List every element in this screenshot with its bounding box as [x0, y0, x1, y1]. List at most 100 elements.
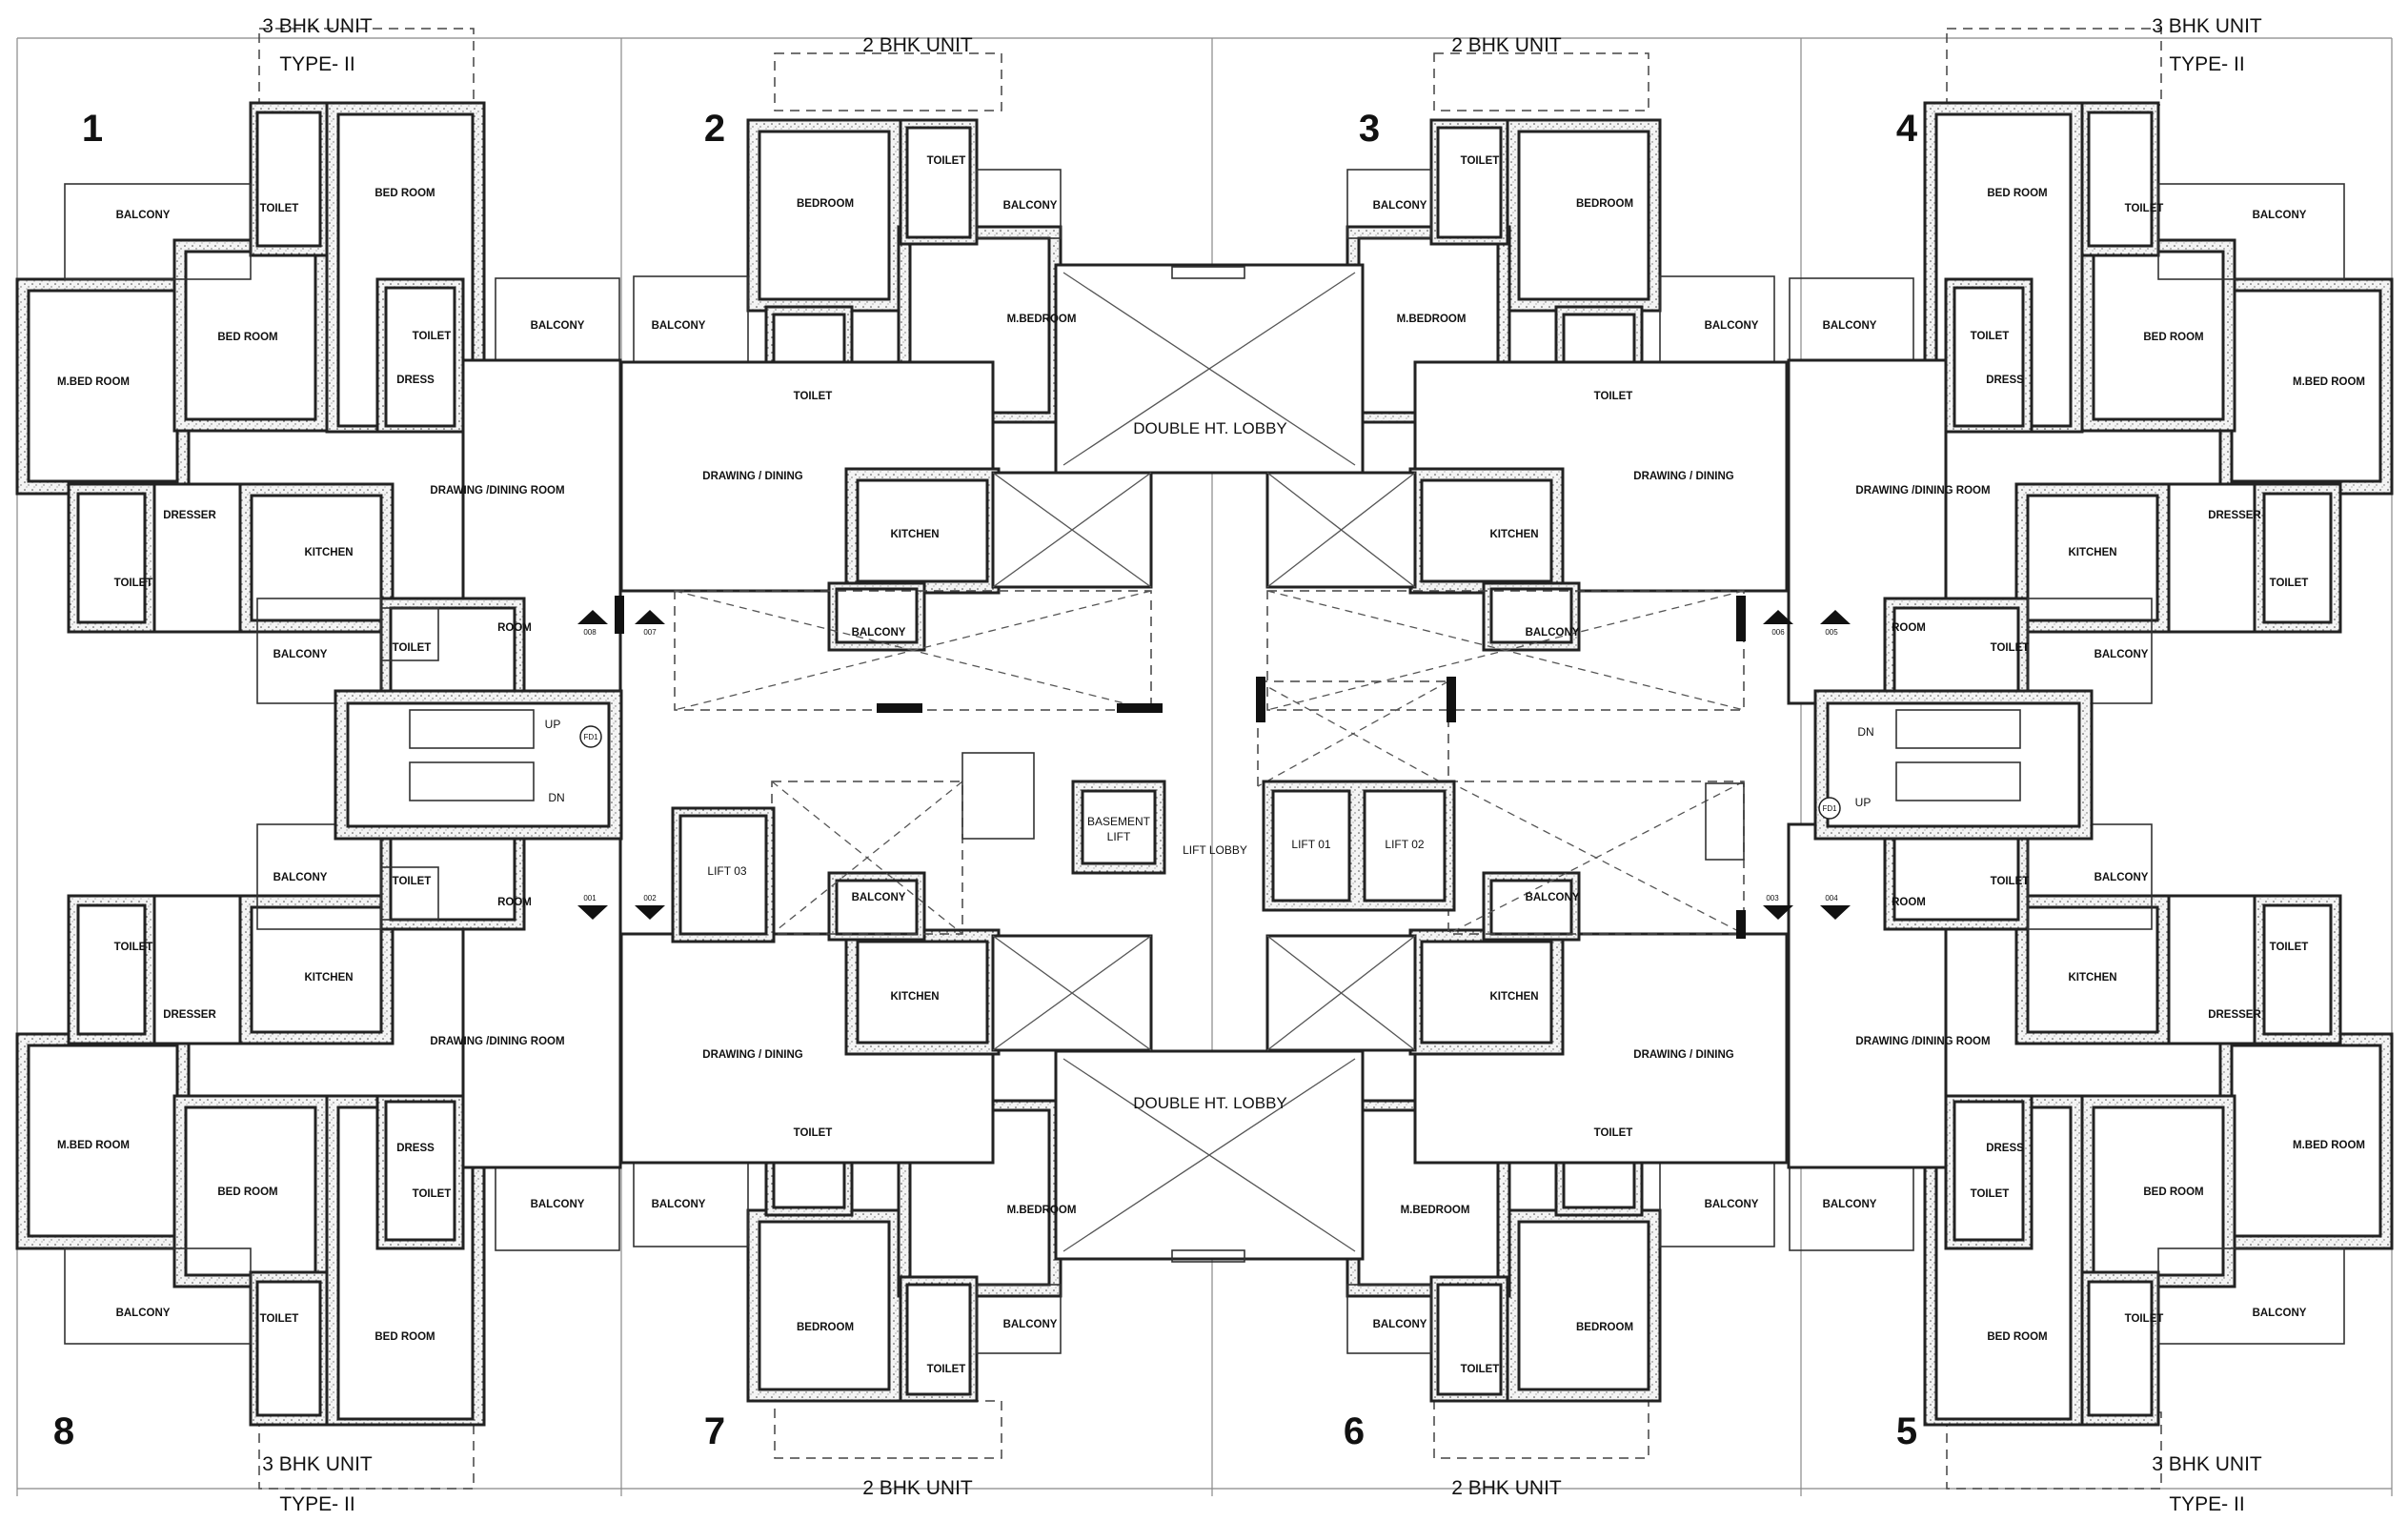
u1-drawing-dining: DRAWING /DINING ROOM	[430, 485, 564, 497]
u1-dresser: DRESSER	[163, 510, 216, 521]
u5-toilet-4: TOILET	[1991, 876, 2030, 887]
u4-m-bed-room: M.BED ROOM	[2293, 376, 2365, 388]
u2-kitchen: KITCHEN	[890, 529, 939, 540]
u1-balcony-2: BALCONY	[531, 320, 585, 332]
door-code-003: 003	[1766, 894, 1779, 902]
u2-toilet-2: TOILET	[794, 391, 833, 402]
core-labels: DOUBLE HT. LOBBY DOUBLE HT. LOBBY LIFT L…	[545, 419, 1874, 1112]
u1-toilet-2: TOILET	[413, 331, 452, 342]
u3-bedroom: BEDROOM	[1576, 198, 1633, 210]
u5-toilet-1: TOILET	[2125, 1313, 2164, 1325]
unit-number-2: 2	[704, 108, 725, 150]
u7-drawing-dining: DRAWING / DINING	[702, 1049, 802, 1061]
u4-balcony-2: BALCONY	[1823, 320, 1877, 332]
u6-toilet-2: TOILET	[1594, 1127, 1633, 1139]
unit-4-type: 3 BHK UNIT	[2152, 15, 2262, 37]
u1-toilet-3: TOILET	[114, 578, 153, 589]
u6-bedroom: BEDROOM	[1576, 1322, 1633, 1333]
unit-number-7: 7	[704, 1410, 725, 1452]
u4-balcony-3: BALCONY	[2094, 649, 2149, 660]
u8-bed-room-1: BED ROOM	[374, 1331, 435, 1343]
unit-8-subtype: TYPE- II	[279, 1493, 354, 1515]
u7-m-bedroom: M.BEDROOM	[1007, 1205, 1077, 1216]
u6-toilet-1: TOILET	[1461, 1364, 1500, 1375]
unit-6-walls	[1346, 871, 1789, 1403]
u4-drawing-dining: DRAWING /DINING ROOM	[1855, 485, 1990, 497]
u4-balcony-1: BALCONY	[2253, 210, 2307, 221]
unit-frames	[258, 28, 2162, 1490]
unit-5-labels: BALCONY TOILET BED ROOM BED ROOM M.BED R…	[1823, 872, 2365, 1343]
u1-dress: DRESS	[396, 375, 435, 386]
u6-balcony-1: BALCONY	[1373, 1319, 1427, 1330]
basement-lift-label-1: BASEMENT	[1087, 815, 1151, 828]
unit-8-labels: BALCONY TOILET BED ROOM BED ROOM M.BED R…	[57, 872, 585, 1343]
unit-1-subtype: TYPE- II	[279, 53, 354, 75]
u4-bed-room-2: BED ROOM	[2143, 332, 2203, 343]
u6-balcony-3: BALCONY	[1526, 892, 1580, 903]
unit-7-labels: TOILET BEDROOM BALCONY M.BEDROOM BALCONY…	[652, 892, 1077, 1375]
unit-2-type: 2 BHK UNIT	[862, 34, 973, 56]
lobby-top-label: DOUBLE HT. LOBBY	[1133, 419, 1287, 437]
u2-m-bedroom: M.BEDROOM	[1007, 314, 1077, 325]
unit-type-labels: 3 BHK UNIT TYPE- II 2 BHK UNIT 2 BHK UNI…	[262, 15, 2262, 1515]
unit-6-type: 2 BHK UNIT	[1451, 1477, 1562, 1499]
u8-kitchen: KITCHEN	[304, 972, 353, 984]
u8-bed-room-2: BED ROOM	[217, 1186, 277, 1198]
u1-toilet-4: TOILET	[393, 642, 432, 654]
u5-dress: DRESS	[1986, 1143, 2024, 1154]
unit-2-walls	[619, 118, 1062, 652]
u3-balcony-2: BALCONY	[1705, 320, 1759, 332]
u5-drawing-dining: DRAWING /DINING ROOM	[1855, 1036, 1990, 1047]
basement-lift-label-2: LIFT	[1107, 830, 1131, 843]
u6-m-bedroom: M.BEDROOM	[1401, 1205, 1470, 1216]
fire-door-left: FD1	[583, 733, 598, 741]
u7-balcony-1: BALCONY	[1003, 1319, 1058, 1330]
u3-drawing-dining: DRAWING / DINING	[1633, 471, 1733, 482]
unit-2-labels: TOILET BEDROOM BALCONY M.BEDROOM BALCONY…	[652, 155, 1077, 639]
u3-m-bedroom: M.BEDROOM	[1397, 314, 1467, 325]
unit-5-type: 3 BHK UNIT	[2152, 1453, 2262, 1475]
unit-3-type: 2 BHK UNIT	[1451, 34, 1562, 56]
door-code-004: 004	[1825, 894, 1838, 902]
u7-bedroom: BEDROOM	[797, 1322, 854, 1333]
u5-m-bed-room: M.BED ROOM	[2293, 1140, 2365, 1151]
unit-4-labels: BALCONY TOILET BED ROOM BED ROOM M.BED R…	[1823, 188, 2365, 660]
u1-bed-room-1: BED ROOM	[374, 188, 435, 199]
unit-4-walls	[1787, 101, 2394, 705]
unit-6-labels: TOILET BEDROOM BALCONY M.BEDROOM BALCONY…	[1373, 892, 1759, 1375]
u6-kitchen: KITCHEN	[1489, 991, 1538, 1003]
u5-bed-room-2: BED ROOM	[2143, 1186, 2203, 1198]
unit-number-4: 4	[1896, 108, 1918, 150]
u8-dresser: DRESSER	[163, 1009, 216, 1021]
u1-bed-room-2: BED ROOM	[217, 332, 277, 343]
door-code-005: 005	[1825, 628, 1838, 637]
u5-room: ROOM	[1892, 897, 1926, 908]
u7-toilet-2: TOILET	[794, 1127, 833, 1139]
u5-toilet-3: TOILET	[2270, 942, 2309, 953]
u1-balcony-3: BALCONY	[273, 649, 328, 660]
u7-balcony-2: BALCONY	[652, 1199, 706, 1210]
u3-balcony-3: BALCONY	[1526, 627, 1580, 639]
stair-dn-left: DN	[548, 791, 564, 804]
unit-numbers: 1 2 3 4 5 6 7 8	[53, 108, 1918, 1452]
lift-02-label: LIFT 02	[1385, 838, 1424, 851]
u1-balcony-1: BALCONY	[116, 210, 171, 221]
u4-toilet-1: TOILET	[2125, 203, 2164, 214]
u5-balcony-1: BALCONY	[2253, 1308, 2307, 1319]
u6-balcony-2: BALCONY	[1705, 1199, 1759, 1210]
door-code-007: 007	[643, 628, 657, 637]
unit-1-type: 3 BHK UNIT	[262, 15, 373, 37]
u7-toilet-1: TOILET	[927, 1364, 966, 1375]
u8-room: ROOM	[497, 897, 532, 908]
unit-4-subtype: TYPE- II	[2169, 53, 2244, 75]
u5-bed-room-1: BED ROOM	[1987, 1331, 2047, 1343]
u5-dresser: DRESSER	[2208, 1009, 2261, 1021]
unit-number-6: 6	[1344, 1410, 1365, 1452]
u6-drawing-dining: DRAWING / DINING	[1633, 1049, 1733, 1061]
u8-balcony-2: BALCONY	[531, 1199, 585, 1210]
u4-toilet-2: TOILET	[1971, 331, 2010, 342]
u7-kitchen: KITCHEN	[890, 991, 939, 1003]
u4-dress: DRESS	[1986, 375, 2024, 386]
unit-5-subtype: TYPE- II	[2169, 1493, 2244, 1515]
u8-drawing-dining: DRAWING /DINING ROOM	[430, 1036, 564, 1047]
